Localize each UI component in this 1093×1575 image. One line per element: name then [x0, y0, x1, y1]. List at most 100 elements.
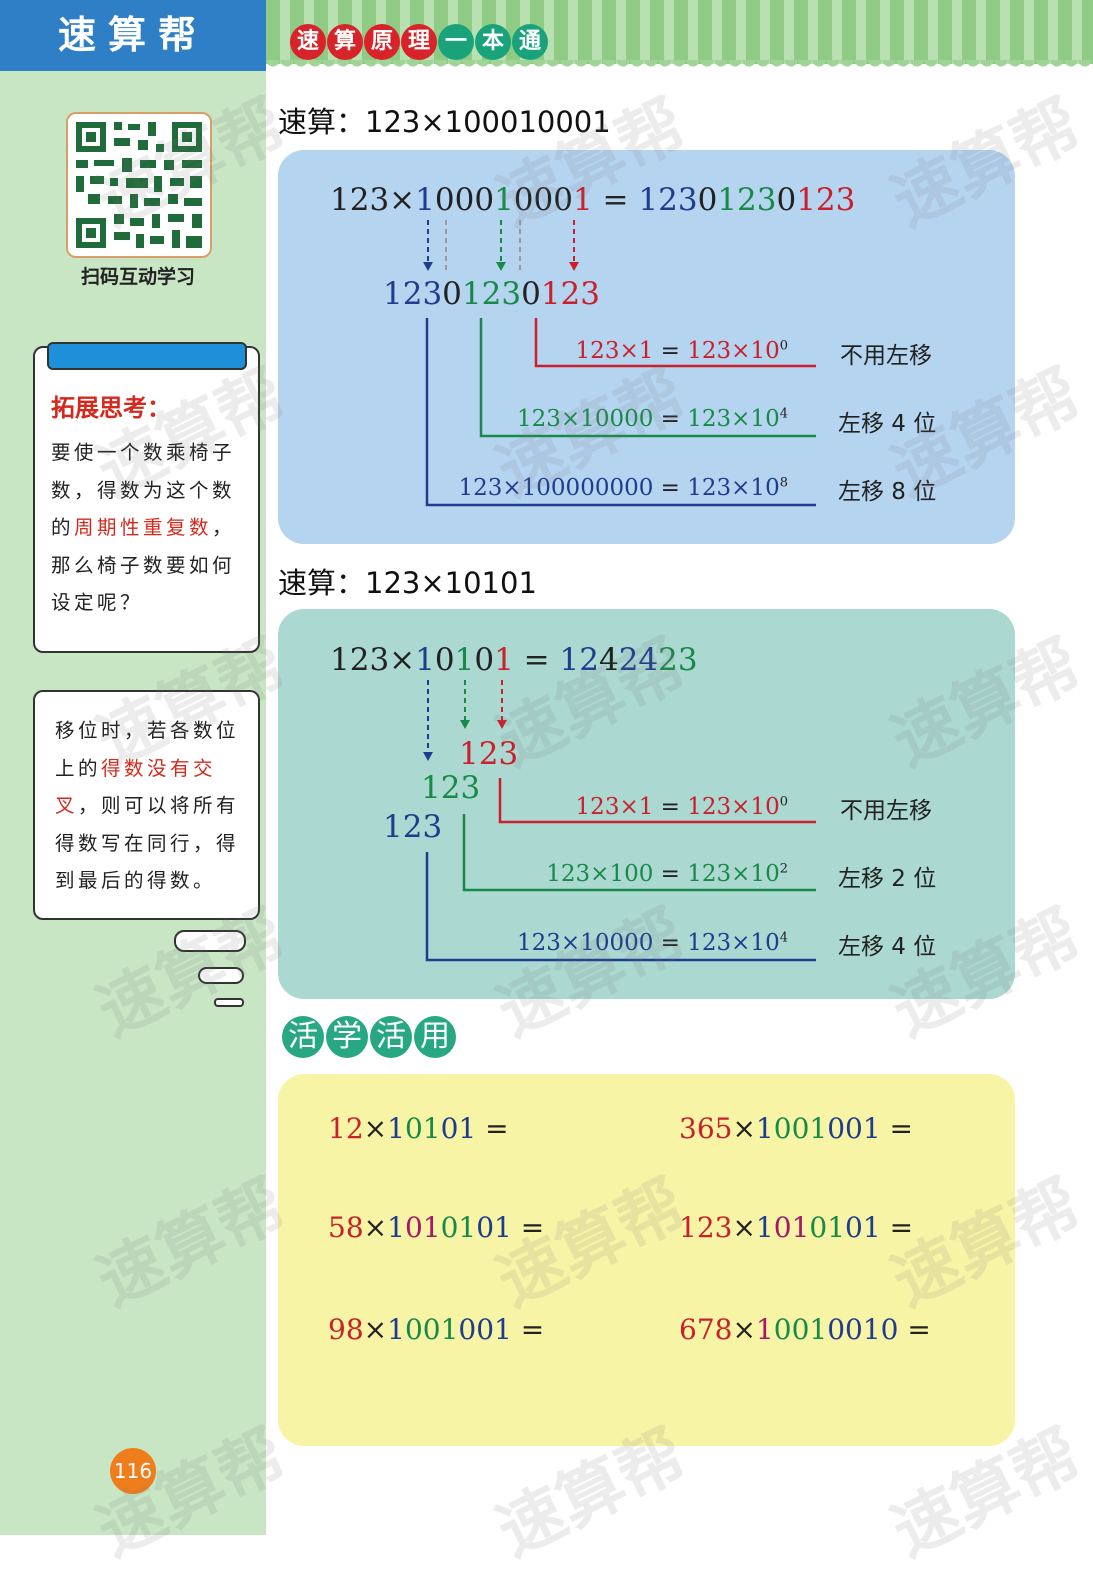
exercise-a: 98 [328, 1313, 364, 1346]
card-title: 拓展思考： [51, 394, 171, 422]
tip-card: 移位时，若各数位上的得数没有交叉，则可以将所有得数写在同行，得到最后的得数。 [33, 690, 260, 920]
eq-part: 123 [717, 182, 777, 218]
shift-row: 123×10000 = 123×104 [517, 930, 788, 956]
exercise: 12×10101 = [328, 1112, 509, 1145]
row-left: 123×100 [546, 861, 654, 887]
exercise-b: 1010101 [387, 1211, 512, 1244]
row-exponent: 4 [779, 406, 788, 422]
bracket-blue [425, 852, 816, 962]
exercise-eq: = [511, 1211, 545, 1244]
brand-title: 速算帮 [0, 0, 266, 71]
equation-1: 123×100010001 = 12301230123 [330, 182, 855, 218]
exercise-eq: = [511, 1313, 545, 1346]
eq-part: 123 [796, 182, 856, 218]
banner-char: 速 [290, 24, 326, 60]
card-text-highlight: 周期性重复数 [74, 516, 213, 539]
exercise-op: × [363, 1112, 388, 1145]
arrow-blue [423, 220, 433, 271]
shift-row: 123×100000000 = 123×108 [458, 475, 788, 501]
row-exponent: 2 [779, 861, 788, 877]
eq-part: 1 [494, 642, 514, 678]
eq-part: = [592, 182, 639, 218]
practice-label-char: 用 [414, 1016, 456, 1058]
row-exponent: 4 [779, 930, 788, 946]
row-right: 123×10 [687, 794, 780, 820]
stacked-product-red: 123 [459, 736, 519, 772]
shift-note: 左移 4 位 [838, 411, 937, 437]
mid-part: 123 [461, 276, 522, 312]
exercise-a: 678 [679, 1313, 733, 1346]
row-right: 123×10 [687, 475, 780, 501]
shift-note: 不用左移 [840, 798, 932, 824]
calc-panel-1 [278, 150, 1015, 544]
exercise: 98×1001001 = [328, 1313, 544, 1346]
calc-panel-2 [278, 609, 1015, 999]
eq-part: 0 [776, 182, 797, 218]
qr-code[interactable] [66, 112, 212, 258]
eq-part: 123× [330, 182, 416, 218]
shift-note: 左移 2 位 [838, 866, 937, 892]
decorative-pill [214, 998, 244, 1007]
eq-part: 1 [415, 182, 435, 218]
shift-row: 123×100 = 123×102 [546, 861, 788, 887]
row-left: 123×1 [575, 794, 654, 820]
exercise-eq: = [476, 1112, 509, 1145]
exercise-op: × [732, 1112, 756, 1145]
arrow-blue [423, 680, 433, 761]
exercise-op: × [732, 1211, 756, 1244]
top-banner-scallop [266, 60, 1093, 70]
shift-row: 123×10000 = 123×104 [517, 406, 788, 432]
eq-part: 0 [434, 642, 455, 678]
row-left: 123×1 [575, 338, 654, 364]
arrow-green [496, 220, 506, 271]
arrow-green [460, 680, 470, 729]
eq-part: 1 [572, 182, 593, 218]
row-right: 123×10 [687, 406, 780, 432]
diagram-lines [423, 220, 816, 1420]
qr-caption: 扫码互动学习 [80, 266, 195, 288]
section-heading: 速算：123×10101 [278, 566, 537, 600]
arrow-red [569, 220, 579, 271]
bracket-red [534, 318, 816, 368]
equation-2: 123×10101 = 1242423 [330, 642, 698, 678]
exercise-op: × [732, 1313, 756, 1346]
practice-panel [278, 1074, 1015, 1446]
card-body: 要使一个数乘椅子数，得数为这个数的周期性重复数，那么椅子数要如何设定呢？ [51, 434, 247, 622]
bracket-blue [425, 318, 816, 507]
arrow-red [497, 680, 507, 729]
banner-char: 一 [438, 24, 474, 60]
card-tab [47, 342, 247, 370]
exercise-b: 1010101 [755, 1211, 881, 1244]
eq-part: 123× [330, 642, 416, 678]
intermediate-result-1: 12301230123 [383, 276, 600, 312]
qr-code-icon [76, 122, 202, 248]
card-text: 移位时，若各数位上的 [55, 719, 240, 780]
eq-part: = [513, 642, 560, 678]
practice-label-char: 学 [326, 1016, 368, 1058]
section-heading: 速算：123×100010001 [278, 105, 611, 139]
exercise: 365×1001001 = [679, 1112, 913, 1145]
card-text: ，则可以将所有得数写在同行，得到最后的得数。 [55, 794, 240, 892]
eq-part: 1 [415, 642, 435, 678]
exercise: 678×10010010 = [679, 1313, 931, 1346]
page-number: 116 [110, 1448, 156, 1494]
exercise-op: × [363, 1313, 388, 1346]
practice-label-char: 活 [282, 1016, 324, 1058]
row-right: 123×10 [687, 861, 780, 887]
shift-note: 左移 4 位 [838, 934, 937, 960]
eq-part: 4 [598, 642, 619, 678]
exercise-a: 365 [679, 1112, 733, 1145]
stacked-product-green: 123 [421, 770, 481, 806]
row-right: 123×10 [687, 338, 780, 364]
eq-part: 000 [434, 182, 495, 218]
eq-part: 12 [559, 642, 599, 678]
exercise-b: 10010010 [755, 1313, 899, 1346]
banner-char: 本 [475, 24, 511, 60]
stacked-product-blue: 123 [383, 809, 443, 845]
mid-part: 123 [540, 276, 600, 312]
eq-part: 24 [618, 642, 659, 678]
exercise-b: 1001001 [387, 1313, 512, 1346]
shift-row: 123×1 = 123×100 [575, 794, 788, 820]
bracket-green [479, 318, 816, 438]
exercise-b: 1001001 [755, 1112, 881, 1145]
